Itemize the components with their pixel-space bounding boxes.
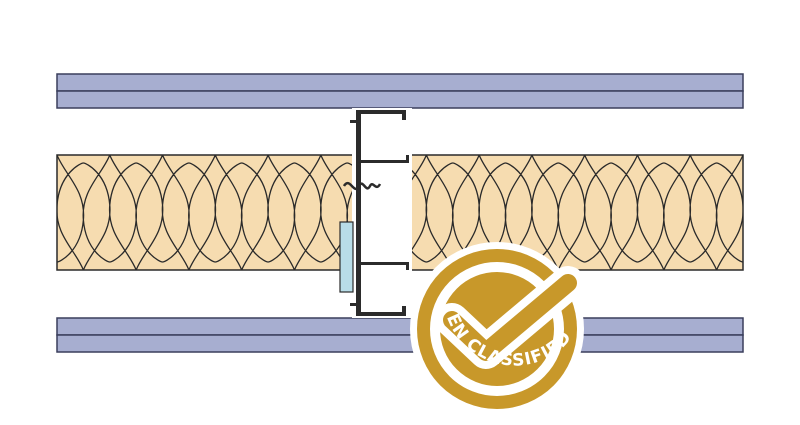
badge-inner-ring [430,262,564,396]
stud-upper-lip [361,160,409,163]
bottom-plasterboard [56,317,744,353]
sealant-strip [339,221,354,293]
stud-web [356,110,361,316]
stud-top-flange [356,110,406,114]
steel-stud [339,108,412,318]
stud-bottom-flange [356,312,406,316]
bottom-board-layer-1 [56,317,744,336]
top-plasterboard [56,73,744,109]
check-mark-icon-inner [443,274,577,361]
top-board-layer-2 [56,90,744,109]
stud-spring [342,181,382,191]
en-classified-badge: EN CLASSIFIED [410,242,585,416]
bottom-board-layer-2 [56,334,744,353]
stud-lower-lip [361,262,409,265]
top-board-layer-1 [56,73,744,92]
